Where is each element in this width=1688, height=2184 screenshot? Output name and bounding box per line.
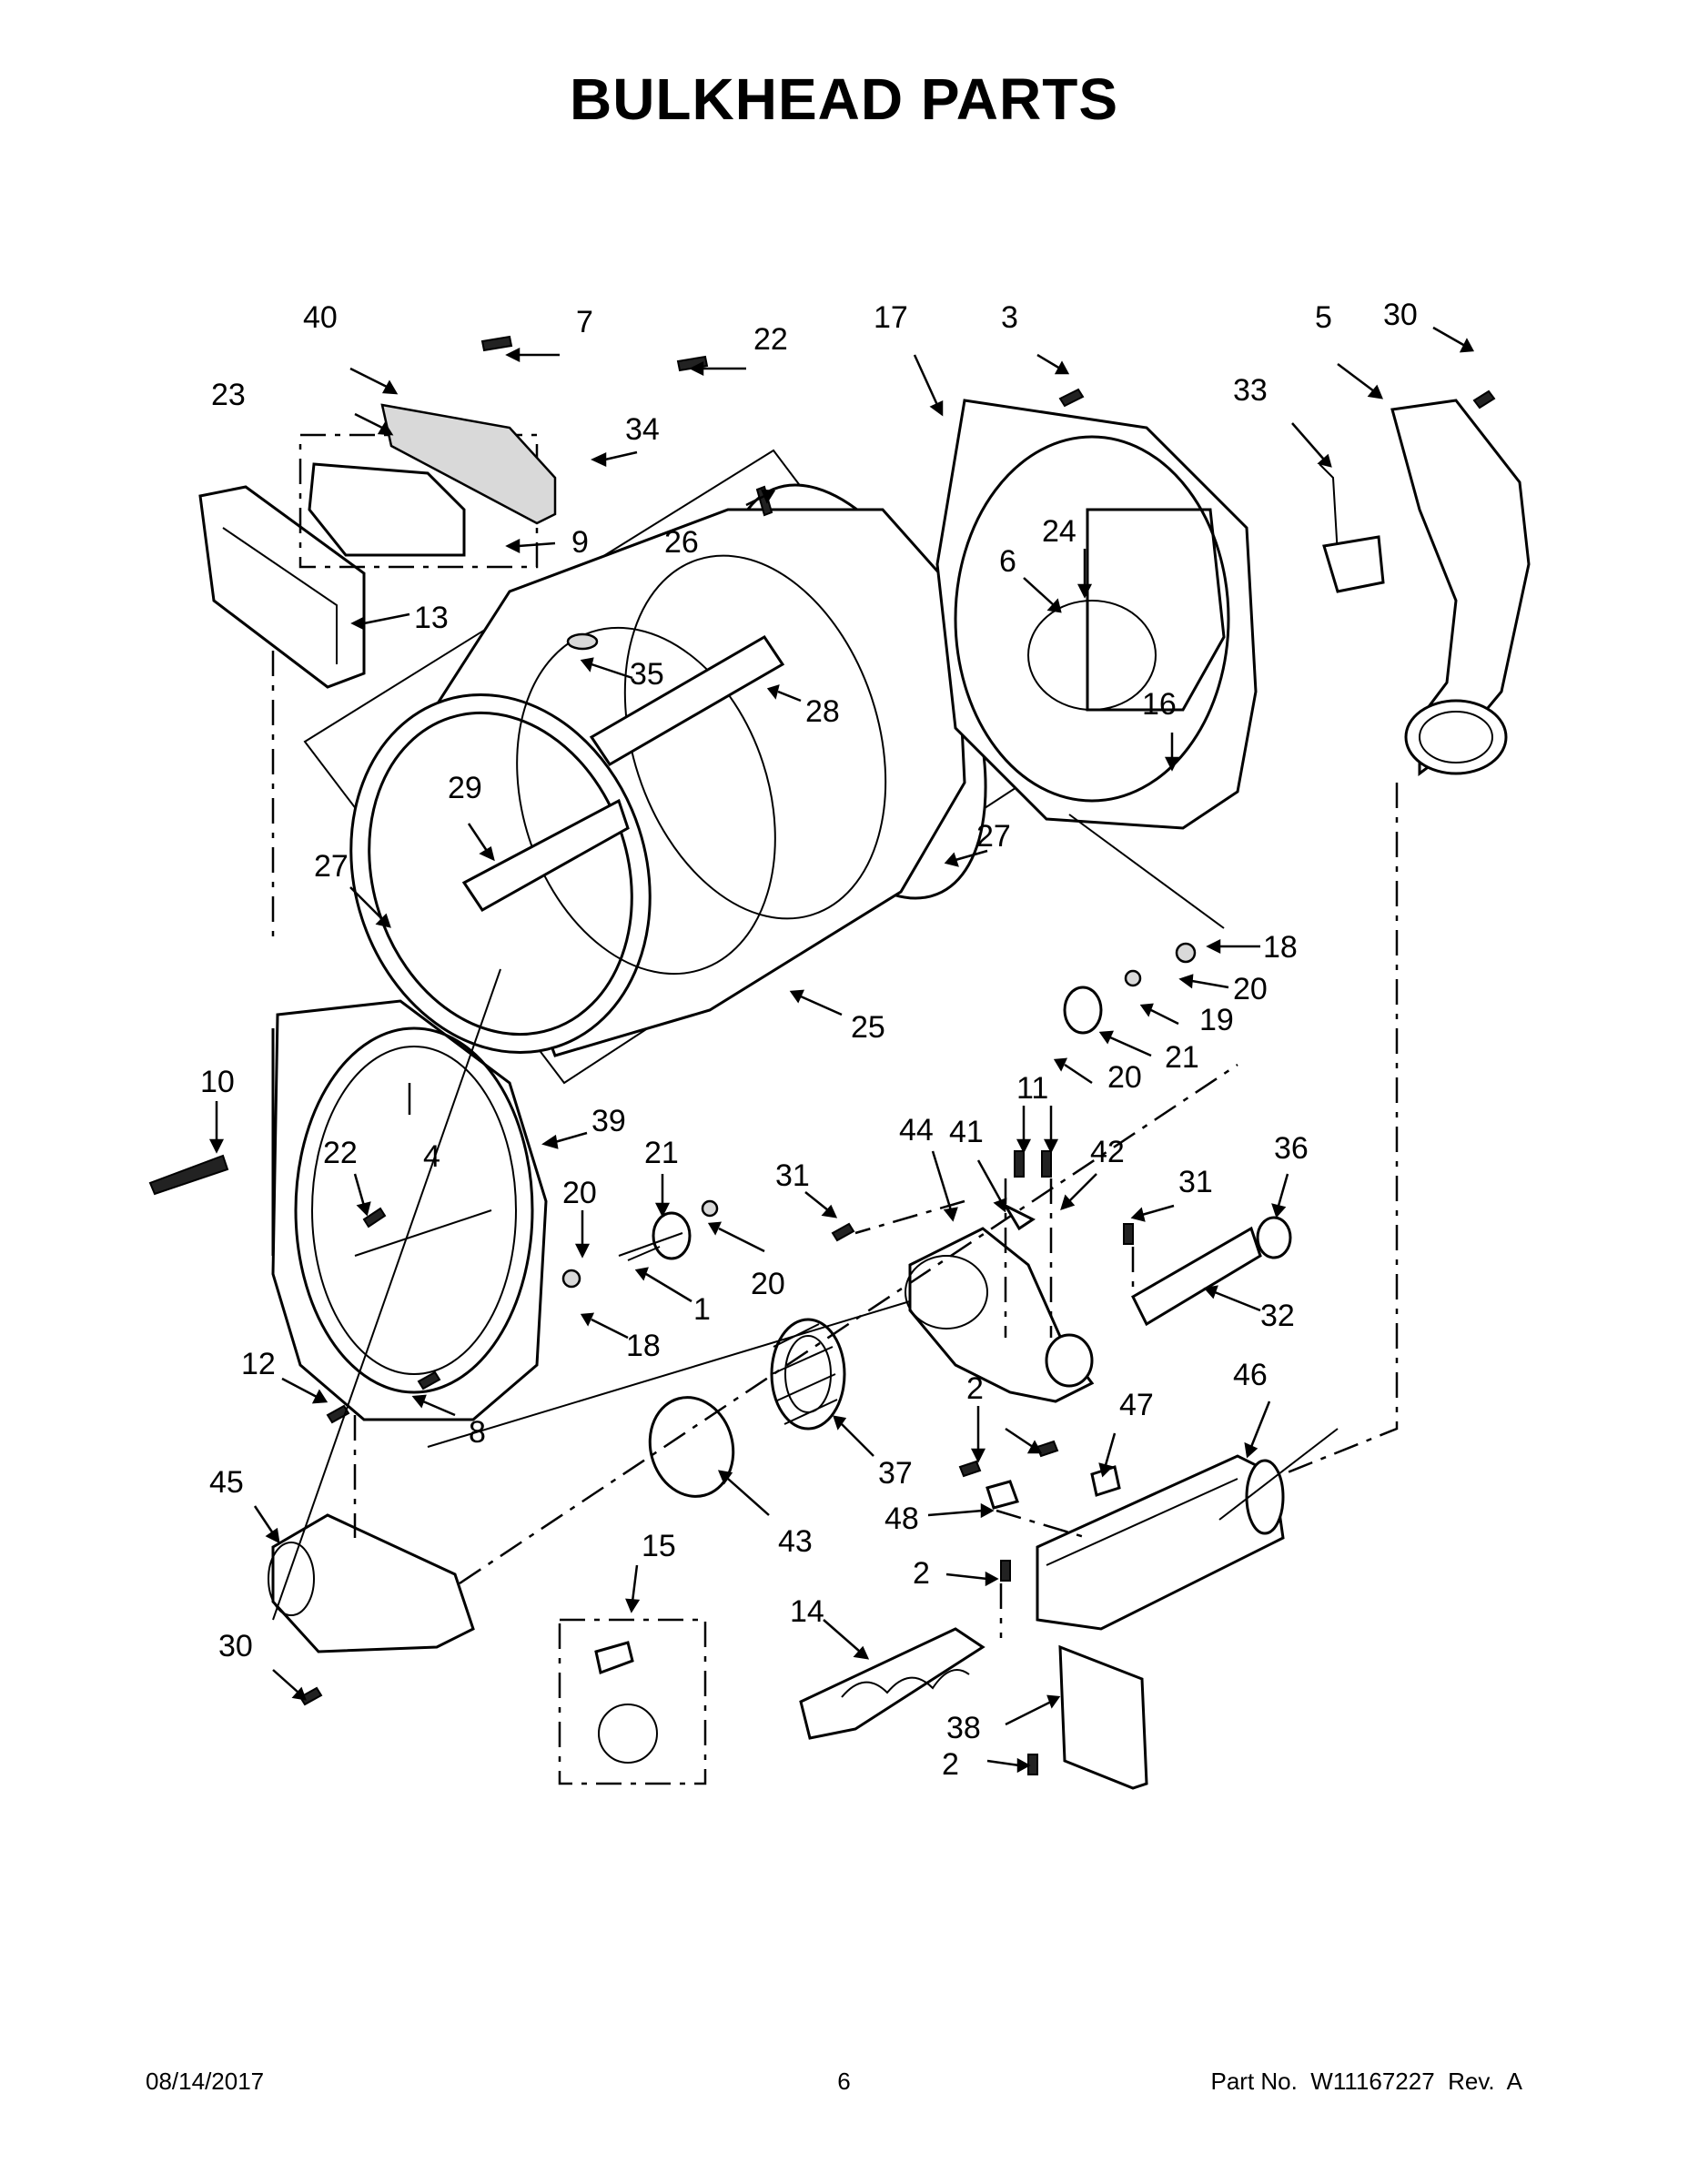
callout-21-left: 21 (644, 1136, 679, 1170)
callout-16: 16 (1142, 687, 1177, 722)
callout-24: 24 (1042, 514, 1076, 549)
callout-45: 45 (209, 1465, 244, 1500)
callout-22: 22 (753, 322, 788, 357)
callout-47: 47 (1119, 1388, 1154, 1422)
callout-13: 13 (414, 601, 449, 635)
callout-2-middle: 2 (913, 1556, 930, 1591)
callout-10: 10 (200, 1065, 235, 1099)
rear-duct-part-5 (1390, 399, 1531, 776)
footer-date: 08/14/2017 (146, 2068, 265, 2095)
drum-part-25 (303, 449, 1026, 1085)
callout-labels: 40 7 22 23 34 9 26 13 35 28 29 27 27 25 … (200, 298, 1418, 1782)
callout-25: 25 (851, 1010, 885, 1045)
callout-22-left: 22 (323, 1136, 358, 1170)
heater-element-part-14 (799, 1627, 986, 1740)
front-bulkhead-part-39 (148, 999, 548, 1421)
callout-36: 36 (1274, 1131, 1309, 1166)
callout-30-top: 30 (1383, 298, 1418, 332)
callout-7: 7 (576, 305, 593, 339)
callout-5: 5 (1315, 300, 1332, 335)
callout-48: 48 (884, 1502, 919, 1536)
callout-20-left-upper: 20 (562, 1176, 597, 1210)
assembly-center-lines (271, 651, 1399, 1638)
callout-20-right-upper: 20 (1233, 972, 1268, 1006)
callout-29: 29 (448, 771, 482, 805)
callout-28: 28 (805, 694, 840, 729)
blower-wheel-part-37 (770, 1318, 846, 1431)
callout-18-right: 18 (1263, 930, 1298, 965)
callout-26: 26 (664, 525, 699, 560)
callout-30-bottom: 30 (218, 1629, 253, 1663)
footer-part-number: Part No. W11167227 Rev. A (1210, 2068, 1522, 2095)
footer-page-number: 6 (837, 2068, 851, 2095)
callout-39: 39 (591, 1104, 626, 1138)
callout-19: 19 (1199, 1003, 1234, 1037)
callout-27-left: 27 (314, 849, 349, 884)
callout-35: 35 (630, 657, 664, 692)
kit-box-part-15 (558, 1618, 707, 1785)
callout-17: 17 (874, 300, 908, 335)
callout-2-upper: 2 (966, 1371, 984, 1406)
callout-40: 40 (303, 300, 338, 335)
callout-3: 3 (1001, 300, 1018, 335)
callout-38: 38 (946, 1711, 981, 1745)
callout-42: 42 (1090, 1135, 1125, 1169)
seal-part-36 (1256, 1216, 1292, 1259)
fasteners (298, 335, 1496, 1775)
callout-4: 4 (423, 1139, 440, 1174)
callout-20-left-lower: 20 (751, 1267, 785, 1301)
callout-14: 14 (790, 1594, 824, 1629)
callout-6: 6 (999, 544, 1016, 579)
callout-41: 41 (949, 1115, 984, 1149)
callout-43: 43 (778, 1524, 813, 1559)
callout-31-right: 31 (1178, 1165, 1213, 1199)
heater-duct-part-46 (1036, 1454, 1285, 1631)
callout-arrows (208, 326, 1475, 1774)
callout-2-lower: 2 (942, 1747, 959, 1782)
exhaust-pipe-part-32 (1131, 1226, 1262, 1327)
callout-20-right-lower: 20 (1107, 1060, 1142, 1095)
belt-part-43 (648, 1396, 735, 1498)
callout-1: 1 (693, 1292, 711, 1327)
rear-bulkhead-part-17 (935, 399, 1258, 830)
callout-18-left: 18 (626, 1329, 661, 1363)
lint-housing-group-23 (298, 403, 557, 569)
lint-screen-part-13 (198, 485, 366, 689)
callout-12: 12 (241, 1347, 276, 1381)
blower-housing-part-44 (905, 1227, 1095, 1403)
page-title: BULKHEAD PARTS (569, 66, 1119, 132)
callout-15: 15 (642, 1529, 676, 1563)
callout-23: 23 (211, 378, 246, 412)
bracket-part-38 (1058, 1644, 1148, 1790)
callout-31-left: 31 (775, 1158, 810, 1193)
callout-27-right: 27 (976, 819, 1011, 854)
callout-33: 33 (1233, 373, 1268, 408)
front-duct-part-45 (268, 1513, 475, 1653)
callout-11: 11 (1016, 1071, 1048, 1106)
callout-37: 37 (878, 1456, 913, 1491)
callout-21-right: 21 (1165, 1040, 1199, 1075)
callout-9: 9 (571, 525, 589, 560)
callout-8: 8 (469, 1415, 486, 1450)
callout-44: 44 (899, 1113, 934, 1148)
callout-32: 32 (1260, 1299, 1295, 1333)
callout-34: 34 (625, 412, 660, 447)
callout-46: 46 (1233, 1358, 1268, 1392)
